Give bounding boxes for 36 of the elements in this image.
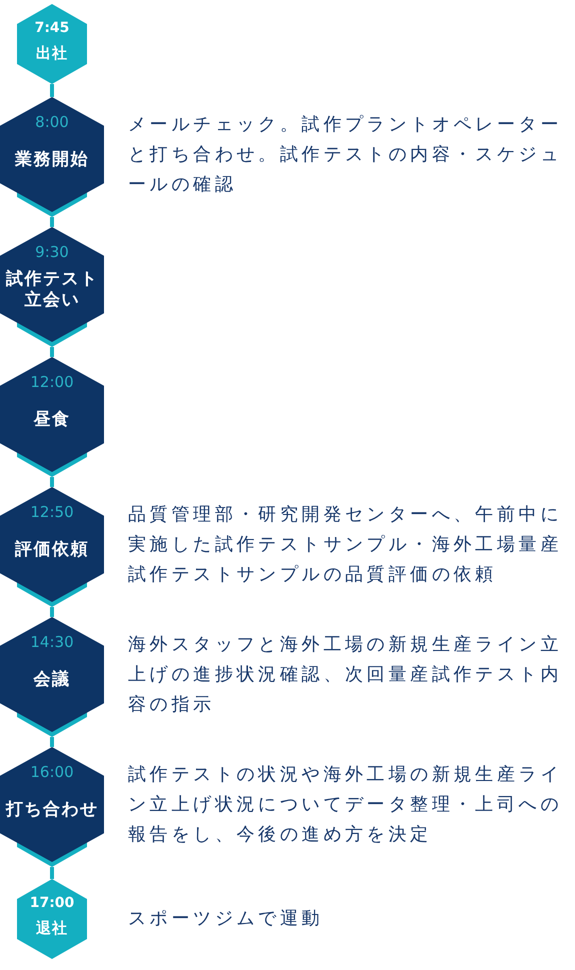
- hexagon-node: [0, 227, 104, 347]
- description-text: メールチェック。試作プラントオペレーターと打ち合わせ。試作テストの内容・スケジュールの確認: [128, 112, 563, 196]
- connector-line: [50, 84, 54, 97]
- hexagon-node: [0, 747, 104, 867]
- step-title: 退社: [36, 918, 68, 938]
- hexagon-node: [0, 357, 104, 477]
- description-text: 品質管理部・研究開発センターへ、午前中に実施した試作テストサンプル・海外工場量産試作テストサンプルの品質評価の依頼: [128, 502, 563, 586]
- hexagon-node: [0, 97, 104, 217]
- step-title: 業務開始: [15, 150, 89, 170]
- description-text: 海外スタッフと海外工場の新規生産ライン立上げの進捗状況確認、次回量産試作テスト内容の指示: [128, 632, 563, 716]
- hexagon-node: [0, 487, 104, 607]
- connector-line: [50, 737, 54, 747]
- time-label: 16:00: [30, 762, 74, 782]
- time-label: 14:30: [30, 632, 74, 652]
- step-title: 出社: [36, 43, 68, 63]
- step-title: 昼食: [34, 410, 70, 430]
- connector-line: [50, 477, 54, 487]
- time-label: 7:45: [34, 19, 70, 38]
- step-title: 評価依頼: [15, 540, 89, 560]
- step-title: 試作テスト立会い: [4, 269, 100, 311]
- step-title: 会議: [34, 670, 70, 690]
- hexagon-node: [17, 4, 87, 84]
- time-label: 9:30: [35, 242, 69, 262]
- hexagon-node: [0, 617, 104, 737]
- time-label: 12:50: [30, 502, 74, 522]
- description-text: スポーツジムで運動: [128, 907, 324, 931]
- connector-line: [50, 867, 54, 879]
- description-text: 試作テストの状況や海外工場の新規生産ライン立上げ状況についてデータ整理・上司への報告をし、今後の進め方を決定: [128, 762, 563, 846]
- connector-line: [50, 217, 54, 227]
- step-title: 打ち合わせ: [6, 800, 98, 820]
- connector-line: [50, 347, 54, 357]
- time-label: 17:00: [30, 894, 74, 913]
- time-label: 8:00: [35, 112, 69, 132]
- time-label: 12:00: [30, 372, 74, 392]
- hexagon-node: [17, 879, 87, 959]
- connector-line: [50, 607, 54, 617]
